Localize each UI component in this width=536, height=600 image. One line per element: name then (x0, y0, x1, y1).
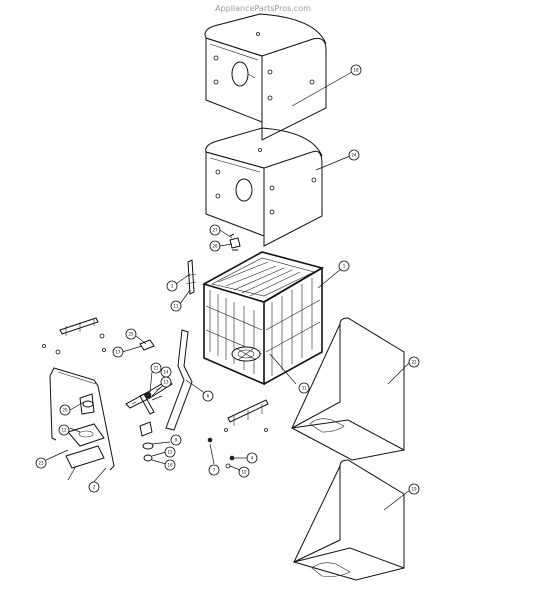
callout-31: 31 (298, 382, 310, 394)
callout-3: 3 (166, 280, 178, 292)
watermark: AppliancePartsPros.com (215, 4, 311, 13)
callouts: 18 24 1 27 26 3 11 22 31 25 17 21 14 13 … (35, 64, 420, 495)
callout-9: 9 (170, 434, 182, 446)
spray-arm-support (139, 329, 193, 431)
svg-text:17: 17 (115, 350, 121, 355)
callout-26: 26 (209, 240, 221, 252)
tub-assembly (201, 251, 325, 386)
svg-text:12: 12 (61, 428, 67, 433)
svg-text:21: 21 (153, 366, 159, 371)
svg-text:6: 6 (207, 394, 210, 399)
svg-text:9: 9 (175, 438, 178, 443)
hinge-bracket (185, 233, 241, 295)
leader-lines (45, 71, 411, 511)
svg-text:2: 2 (93, 485, 96, 490)
callout-17: 17 (112, 346, 124, 358)
svg-text:24: 24 (351, 153, 357, 158)
svg-text:13: 13 (163, 380, 169, 385)
svg-text:14: 14 (163, 370, 169, 375)
callout-24: 24 (348, 149, 360, 161)
svg-text:26: 26 (212, 244, 218, 249)
callout-10: 10 (238, 466, 250, 478)
callout-6: 6 (202, 390, 214, 402)
upper-rail-left (42, 317, 106, 355)
callout-7: 7 (208, 464, 220, 476)
svg-text:4: 4 (251, 456, 254, 461)
svg-text:10: 10 (241, 470, 247, 475)
callout-19: 19 (408, 483, 420, 495)
callout-23: 23 (35, 457, 47, 469)
filter-assembly (65, 393, 235, 469)
callout-15: 15 (164, 446, 176, 458)
callout-22: 22 (408, 356, 420, 368)
callout-20: 20 (59, 404, 71, 416)
callout-13: 13 (160, 376, 172, 388)
lower-rail-right (224, 399, 269, 432)
svg-text:1: 1 (343, 264, 346, 269)
callout-2: 2 (88, 481, 100, 493)
svg-text:16: 16 (167, 463, 173, 468)
outer-wrapper-top (204, 13, 327, 141)
callout-11: 11 (170, 300, 182, 312)
svg-text:19: 19 (411, 487, 417, 492)
callout-4: 4 (246, 452, 258, 464)
svg-text:20: 20 (62, 408, 68, 413)
base-frame (49, 367, 115, 471)
svg-text:7: 7 (213, 468, 216, 473)
callout-18: 18 (350, 64, 362, 76)
svg-text:25: 25 (128, 332, 134, 337)
callout-14: 14 (160, 366, 172, 378)
svg-text:31: 31 (301, 386, 307, 391)
side-panel-lower (293, 459, 405, 581)
spray-arm (125, 379, 173, 415)
callout-25: 25 (125, 328, 137, 340)
side-panel-upper (291, 317, 405, 461)
callout-1: 1 (338, 260, 350, 272)
svg-text:11: 11 (173, 304, 179, 309)
callout-21: 21 (150, 362, 162, 374)
svg-text:22: 22 (411, 360, 417, 365)
svg-text:3: 3 (171, 284, 174, 289)
outer-wrapper-lower (205, 127, 323, 247)
callout-12: 12 (58, 424, 70, 436)
callout-16: 16 (164, 459, 176, 471)
svg-text:18: 18 (353, 68, 359, 73)
callout-27: 27 (209, 224, 221, 236)
svg-text:15: 15 (167, 450, 173, 455)
svg-text:27: 27 (212, 228, 218, 233)
svg-text:23: 23 (38, 461, 44, 466)
